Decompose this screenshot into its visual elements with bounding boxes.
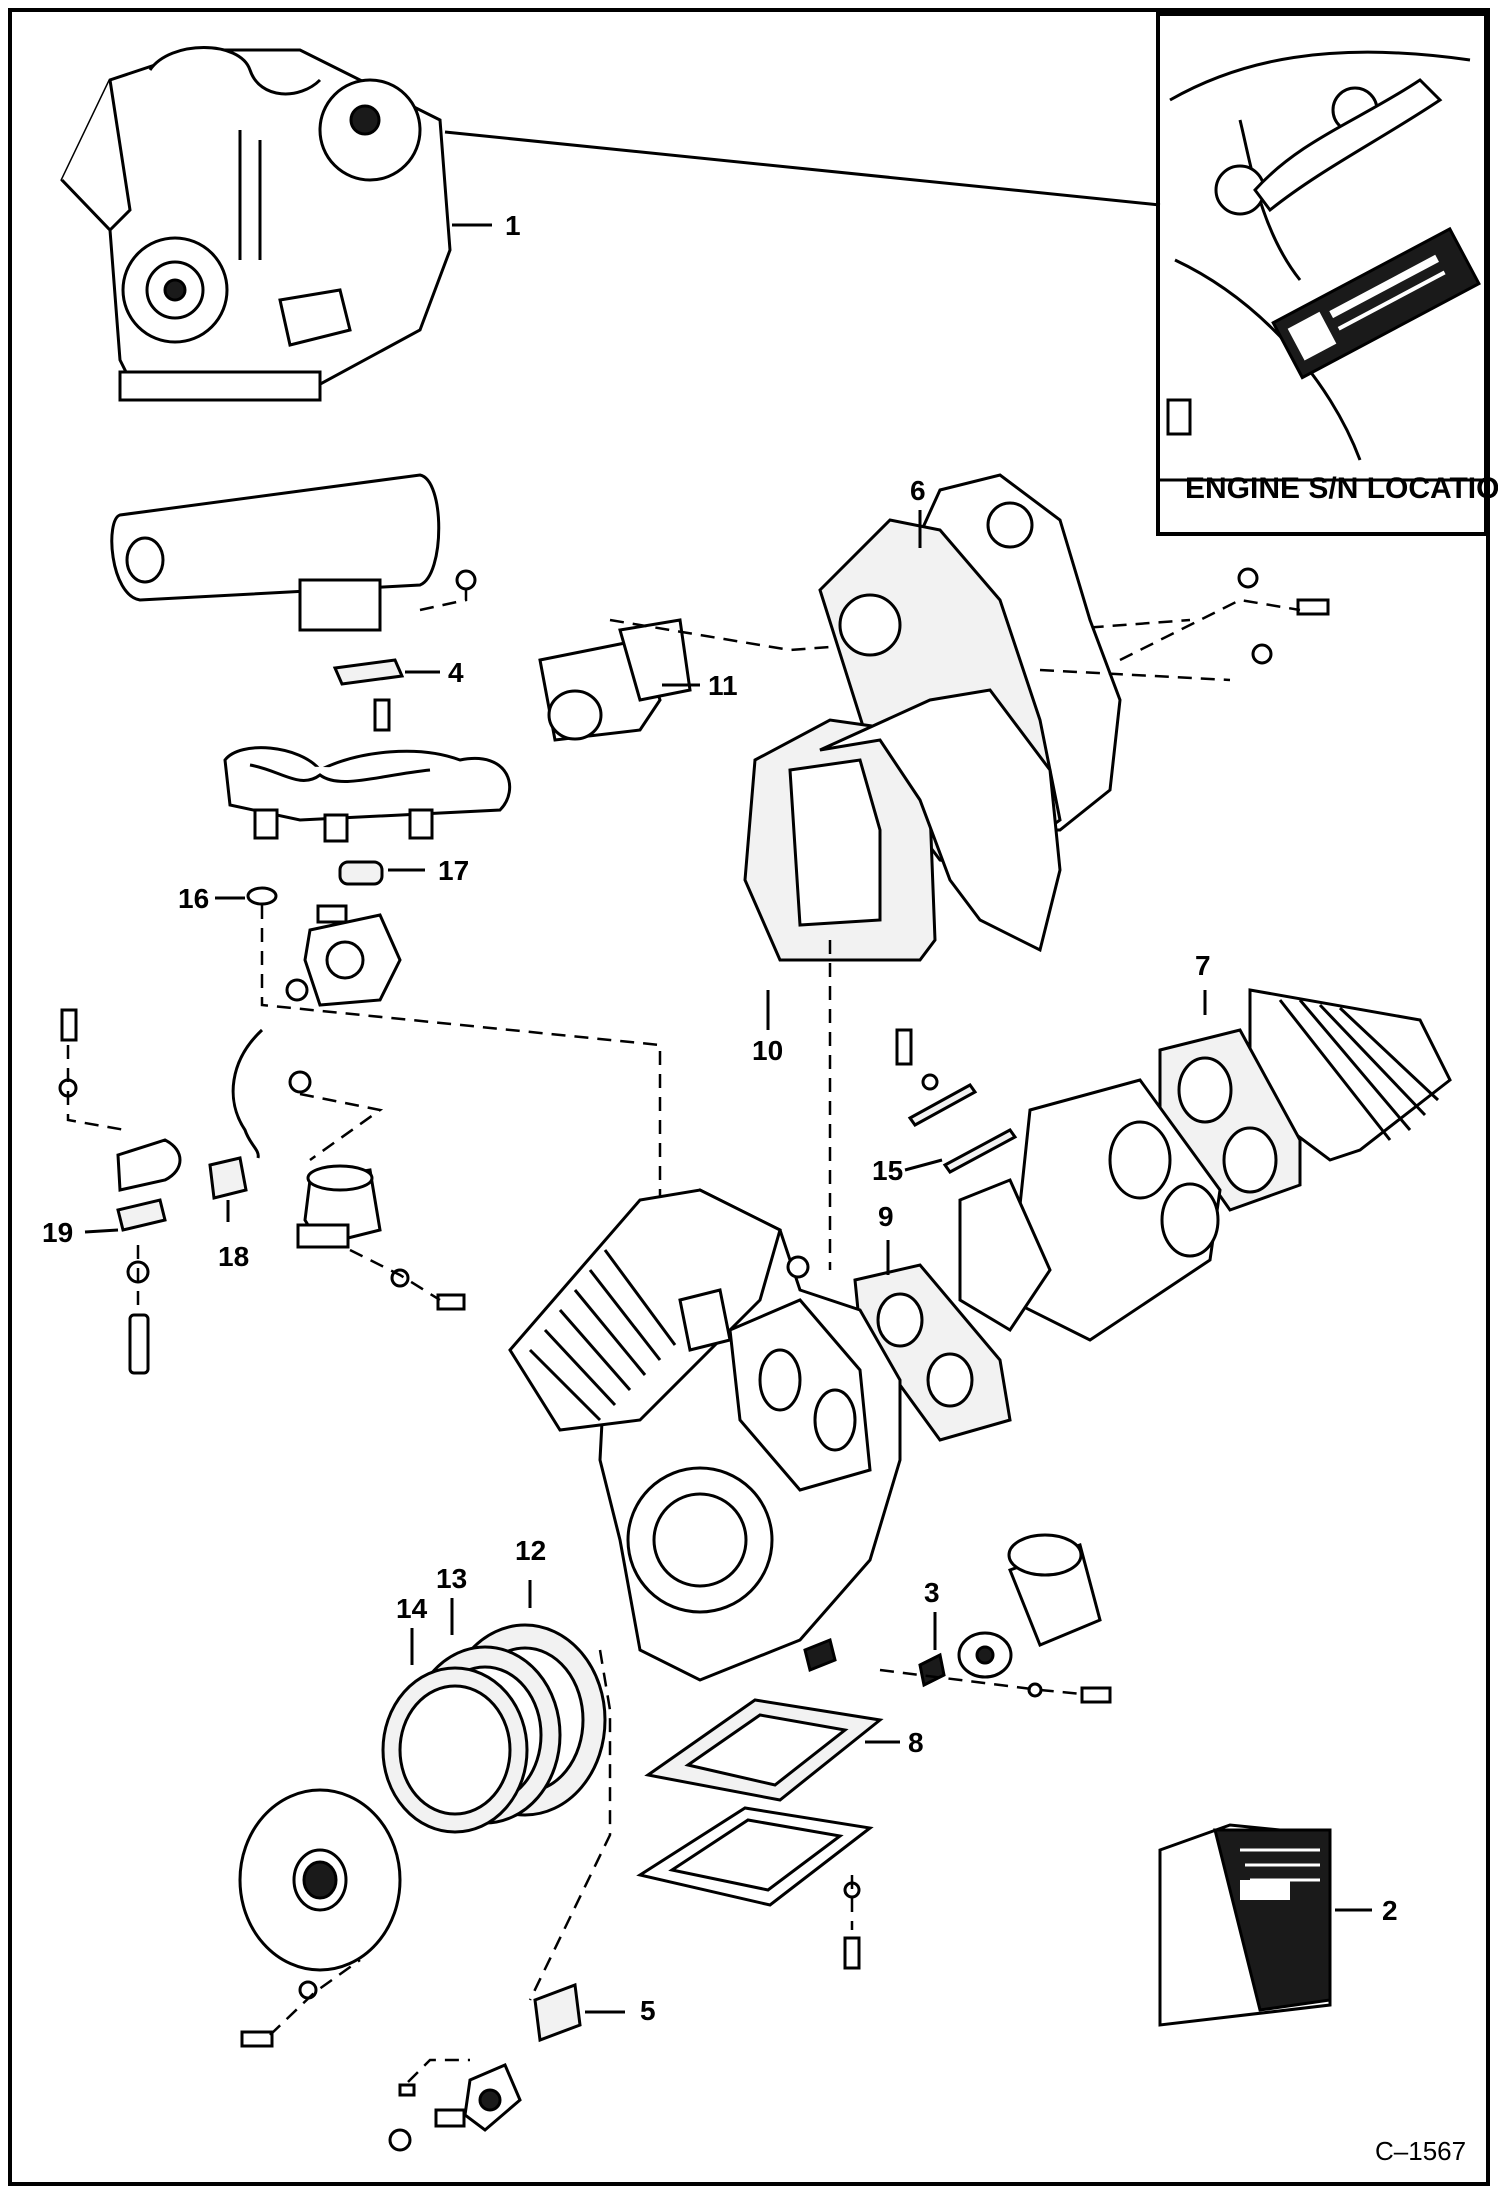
- callout-19: 19: [42, 1217, 73, 1248]
- callout-13: 13: [436, 1563, 467, 1594]
- oil-pump: [463, 2063, 522, 2132]
- muffler-nut: [455, 569, 477, 591]
- head-gasket-right: [1158, 1028, 1302, 1212]
- callout-5: 5: [640, 1995, 656, 2026]
- cylinder-head-left: [508, 1188, 782, 1432]
- callout-12: 12: [515, 1535, 546, 1566]
- oil-pan: [636, 1806, 874, 1907]
- carburetor: [303, 904, 402, 1007]
- complete-engine: [60, 46, 452, 402]
- pump-stud: [128, 1313, 150, 1375]
- fuel-line: [231, 1028, 264, 1159]
- callout-16: 16: [178, 883, 209, 914]
- callout-6: 6: [910, 475, 926, 506]
- oil-filter-gasket: [918, 1652, 946, 1688]
- oil-pan-gasket: [644, 1698, 884, 1802]
- callout-11: 11: [708, 670, 738, 701]
- fuel-pump: [296, 1164, 382, 1249]
- serial-number-inset: ENGINE S/N LOCATION: [1156, 12, 1498, 536]
- pump-gasket-19: [116, 1198, 167, 1232]
- diagram-border: [8, 8, 1490, 2186]
- muffler-gasket: [332, 658, 405, 686]
- oil-pump-gasket: [533, 1982, 582, 2043]
- cylinder-barrel-right: [958, 1078, 1222, 1342]
- manifold: [223, 746, 511, 843]
- callout-2: 2: [1382, 1895, 1398, 1926]
- valve-gasket-a: [907, 1083, 978, 1127]
- wisconsin-nameplate: [1271, 226, 1481, 380]
- oil-filter: [1007, 1533, 1102, 1647]
- figure-code: C–1567: [1375, 2136, 1466, 2166]
- inset-caption: ENGINE S/N LOCATION: [1185, 472, 1498, 505]
- valve-gasket-b: [942, 1128, 1018, 1174]
- callout-14: 14: [396, 1593, 428, 1624]
- air-cleaner-element: [1158, 1823, 1332, 2027]
- pump-bolt: [60, 1008, 78, 1042]
- callout-4: 4: [448, 657, 464, 688]
- callout-1: 1: [505, 210, 521, 241]
- manifold-gasket: [338, 860, 384, 886]
- callout-10: 10: [752, 1035, 783, 1066]
- pump-adapter: [116, 1138, 182, 1192]
- bearing-plate: [819, 688, 1062, 953]
- governor: [538, 618, 692, 742]
- callout-7: 7: [1195, 950, 1211, 981]
- bearing-cover: [238, 1788, 402, 1972]
- fuel-pump-gasket: [208, 1156, 248, 1200]
- callout-18: 18: [218, 1241, 249, 1272]
- manifold-o-ring: [246, 886, 278, 906]
- callout-15: 15: [872, 1155, 903, 1186]
- muffler-stud: [373, 698, 391, 732]
- housing-ring-14: [381, 1666, 529, 1834]
- inset-hose: [1253, 78, 1443, 213]
- callout-8: 8: [908, 1727, 924, 1758]
- inset-leader: [444, 130, 1161, 207]
- callout-9: 9: [878, 1201, 894, 1232]
- callout-3: 3: [924, 1577, 940, 1608]
- oil-filter-adapter: [957, 1631, 1013, 1679]
- bearing-plate-gasket: [743, 718, 937, 962]
- muffler: [110, 473, 441, 632]
- callout-17: 17: [438, 855, 469, 886]
